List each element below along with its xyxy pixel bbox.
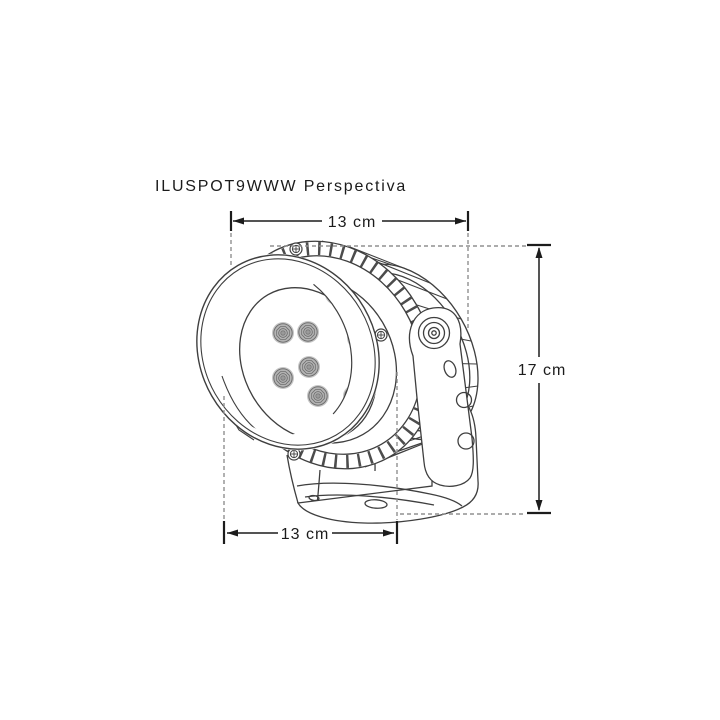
lens-assembly bbox=[196, 253, 380, 451]
arm-hole-slot bbox=[443, 360, 457, 378]
base-hole-large bbox=[364, 499, 388, 509]
led-5 bbox=[306, 384, 330, 408]
hood-rim-cut-arc bbox=[313, 283, 353, 415]
led-1 bbox=[271, 321, 295, 345]
bezel-screw-top bbox=[289, 242, 303, 256]
dim-top-arrow-right bbox=[455, 217, 466, 225]
led-2 bbox=[296, 320, 320, 344]
arm-pivot-dot bbox=[431, 330, 437, 336]
dimension-bottom-label: 13 cm bbox=[281, 526, 330, 543]
dimension-top-label: 13 cm bbox=[328, 214, 377, 231]
arm-pivot-bolt-center bbox=[427, 326, 441, 340]
dimension-top bbox=[229, 211, 470, 231]
base-hole-small bbox=[308, 494, 320, 502]
dimension-right-label: 17 cm bbox=[518, 362, 567, 379]
arm-outline bbox=[408, 307, 474, 487]
hood-rim-occlusion bbox=[196, 253, 380, 451]
hood-rim-inner-line bbox=[200, 258, 376, 446]
arm-pivot-boss bbox=[417, 316, 451, 350]
led-3 bbox=[297, 355, 321, 379]
hood-outer-line bbox=[196, 254, 380, 450]
extension-lines bbox=[223, 233, 526, 520]
arm-hole-upper bbox=[455, 391, 473, 409]
hood-rim-outline bbox=[196, 254, 380, 450]
dim-right-arrow-down bbox=[535, 500, 543, 511]
dim-right-arrow-up bbox=[535, 247, 543, 258]
dim-bottom-arrow-right bbox=[383, 529, 394, 537]
base-plate-top-edge bbox=[296, 482, 463, 507]
dim-top-arrow-left bbox=[233, 217, 244, 225]
dimension-bottom bbox=[222, 521, 399, 544]
dim-bottom-arrow-left bbox=[227, 529, 238, 537]
led-4 bbox=[271, 366, 295, 390]
page-title: ILUSPOT9WWW Perspectiva bbox=[155, 178, 407, 195]
dimension-right bbox=[527, 243, 551, 515]
mounting-arm bbox=[408, 307, 475, 487]
arm-hole-lower bbox=[457, 432, 475, 450]
